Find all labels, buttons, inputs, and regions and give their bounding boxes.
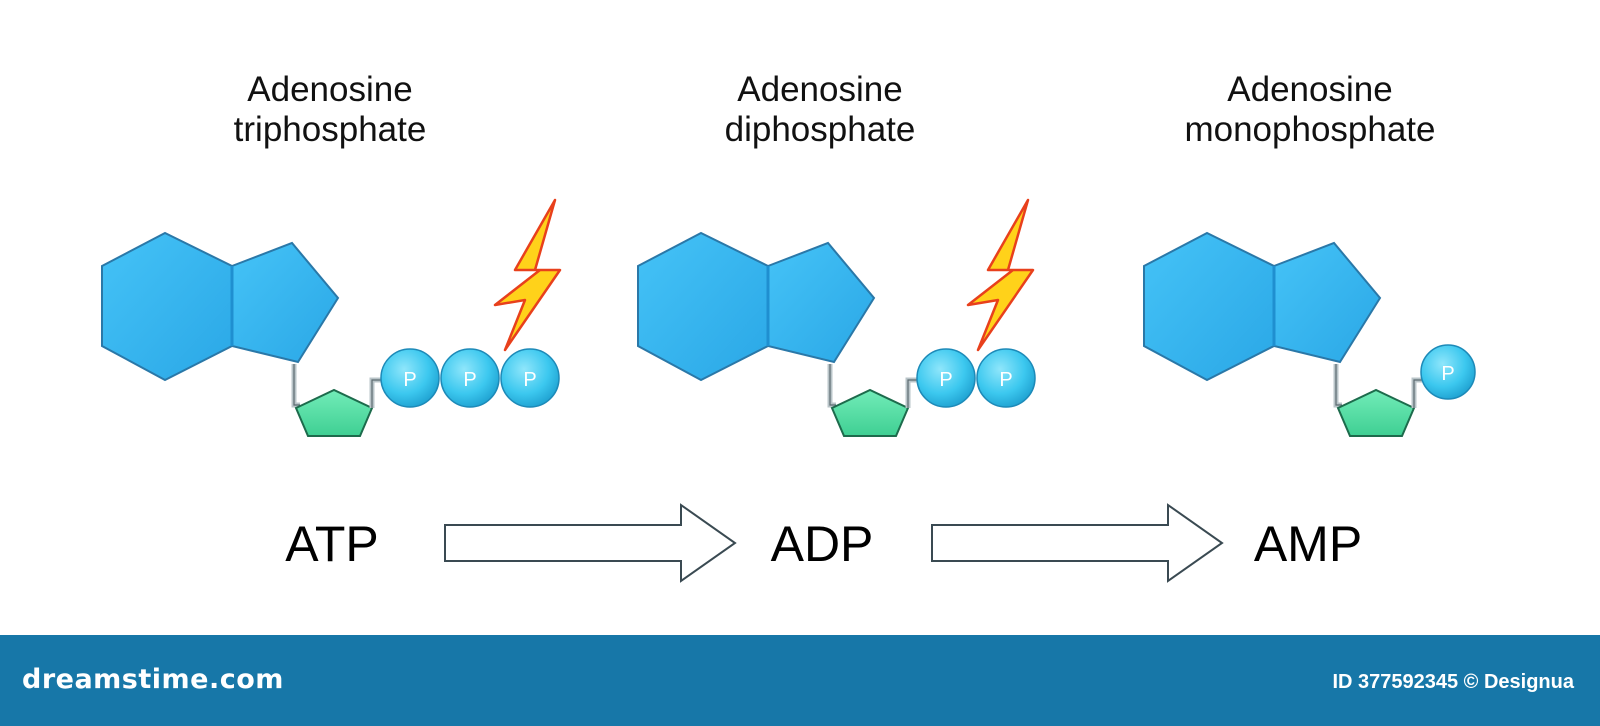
phosphate-label: P bbox=[523, 369, 536, 391]
amp-label: AMP bbox=[1253, 516, 1363, 572]
amp-title-line1: Adenosine bbox=[1227, 70, 1393, 109]
adp-label: ADP bbox=[770, 516, 874, 572]
atp-label: ATP bbox=[285, 516, 379, 572]
amp-molecule: P bbox=[1144, 233, 1476, 436]
atp-phosphate-chain: P P P bbox=[380, 348, 560, 408]
phosphate-icon bbox=[440, 348, 500, 408]
atp-to-adp-arrow-icon bbox=[444, 504, 736, 582]
footer-bar bbox=[0, 635, 1600, 726]
molecule-illustrations: P P P P P P bbox=[0, 198, 1476, 582]
phosphate-label: P bbox=[463, 369, 476, 391]
atp-title: Adenosine triphosphate bbox=[150, 70, 510, 150]
adenosine-base-icon bbox=[102, 233, 384, 436]
adp-molecule: P P bbox=[638, 198, 1036, 436]
adp-title: Adenosine diphosphate bbox=[640, 70, 1000, 150]
phosphate-label: P bbox=[999, 369, 1012, 391]
adp-title-line1: Adenosine bbox=[737, 70, 903, 109]
adp-phosphate-chain: P P bbox=[916, 348, 1036, 408]
atp-breakdown-diagram: Adenosine triphosphate Adenosine diphosp… bbox=[0, 70, 1490, 582]
phosphate-label: P bbox=[1441, 363, 1454, 385]
adenosine-base-icon bbox=[638, 233, 920, 436]
adp-to-amp-arrow-icon bbox=[931, 504, 1223, 582]
phosphate-icon bbox=[1420, 344, 1476, 400]
atp-molecule: P P P bbox=[102, 198, 562, 436]
adp-title-line2: diphosphate bbox=[724, 110, 916, 149]
amp-title-line2: monophosphate bbox=[1184, 110, 1436, 149]
brand-watermark: dreamstime.com bbox=[22, 664, 284, 695]
phosphate-label: P bbox=[403, 369, 416, 391]
lightning-bolt-icon bbox=[493, 198, 562, 352]
phosphate-label: P bbox=[939, 369, 952, 391]
adenosine-base-icon bbox=[1144, 233, 1426, 436]
phosphate-icon bbox=[380, 348, 440, 408]
atp-title-line2: triphosphate bbox=[233, 110, 427, 149]
image-credit: ID 377592345 © Designua bbox=[1332, 671, 1574, 693]
amp-title: Adenosine monophosphate bbox=[1130, 70, 1490, 150]
atp-title-line1: Adenosine bbox=[247, 70, 413, 109]
phosphate-icon bbox=[976, 348, 1036, 408]
lightning-bolt-icon bbox=[966, 198, 1035, 352]
amp-phosphate-chain: P bbox=[1420, 344, 1476, 400]
phosphate-icon bbox=[916, 348, 976, 408]
phosphate-icon bbox=[500, 348, 560, 408]
